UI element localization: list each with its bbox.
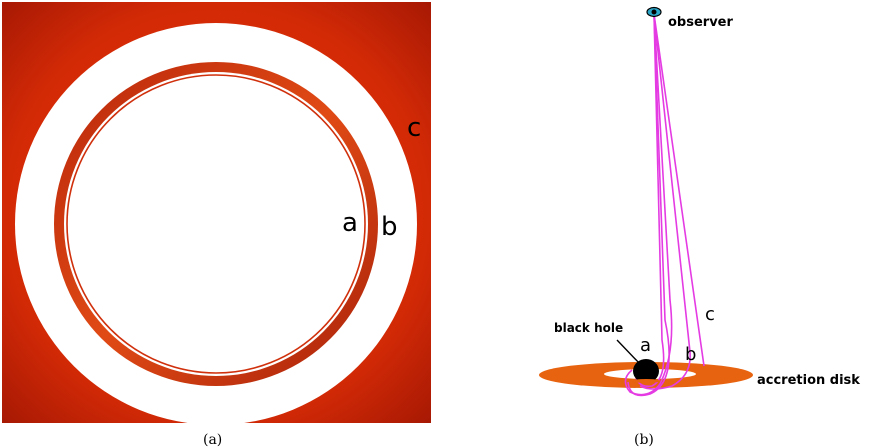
caption-a: (a) [203, 432, 222, 448]
panel-a: a b c (a) [2, 2, 431, 448]
accretion-disk-label: accretion disk [757, 373, 860, 388]
label-a-panel-a: a [342, 208, 358, 238]
ray-label-a: a [640, 335, 651, 356]
ray-label-b: b [685, 344, 696, 365]
observer-label: observer [668, 15, 733, 30]
black-hole-label: black hole [554, 321, 623, 335]
accretion-disk-front [632, 379, 660, 383]
caption-b: (b) [634, 432, 654, 448]
black-hole [633, 359, 659, 383]
ray-a-3 [635, 13, 665, 388]
ray-a-2 [627, 13, 670, 397]
label-b-panel-a: b [381, 212, 398, 242]
panel-b: observer black hole accretion disk a b c… [539, 6, 860, 448]
ray-label-c: c [705, 304, 715, 325]
light-rays [624, 13, 705, 397]
black-hole-pointer [616, 339, 641, 365]
label-c-panel-a: c [407, 113, 421, 143]
ring-a [66, 74, 366, 374]
ray-c [653, 13, 705, 367]
ray-b [639, 13, 691, 390]
eye-icon [646, 6, 662, 18]
inner-disk [69, 77, 363, 371]
ray-a-1 [624, 13, 673, 396]
